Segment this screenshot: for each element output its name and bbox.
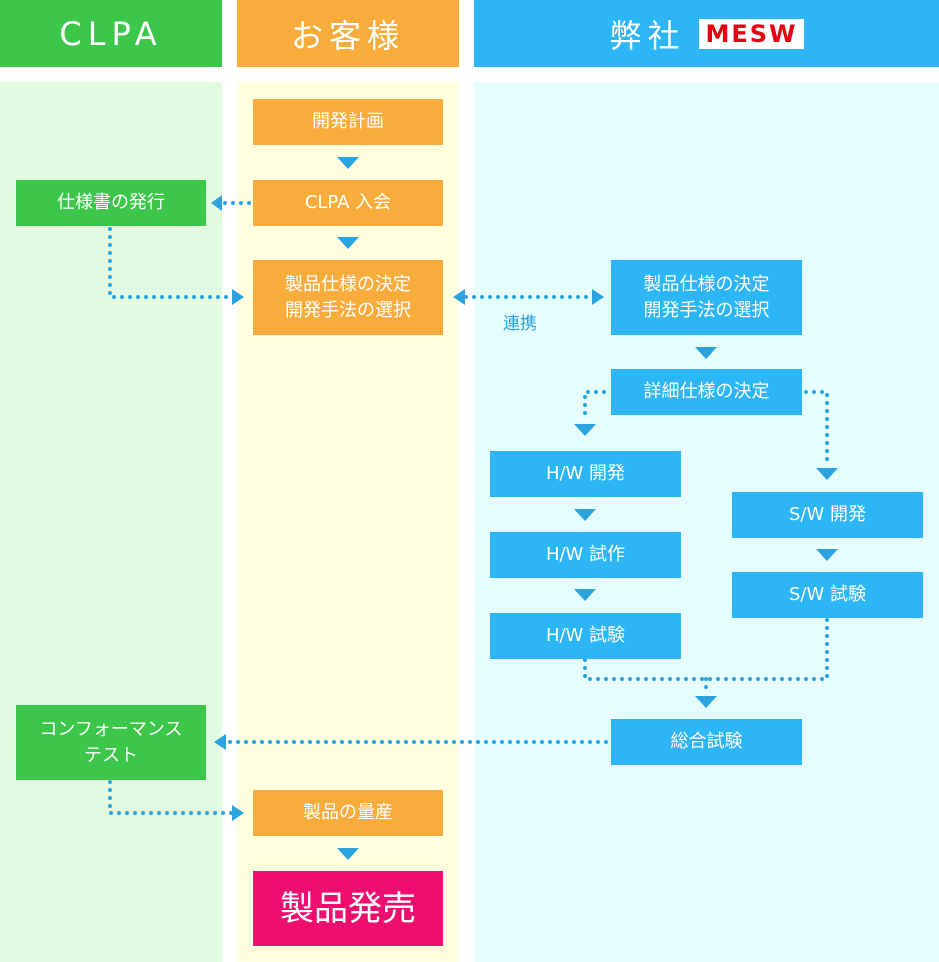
customer-column-header: お客様 [237,0,459,67]
customer-header-label: お客様 [290,16,405,55]
step-dev-plan: 開発計画 [253,99,443,145]
step-conformance-test: コンフォーマンス テスト [16,705,206,780]
arrow-down-7 [816,549,838,561]
step-integration-test: 総合試験 [611,719,802,765]
step-release: 製品発売 [253,871,443,946]
clpa-header-label: CLPA [59,14,163,53]
step-hw-proto: H/W 試作 [490,532,681,578]
step-spec-issue: 仕様書の発行 [16,180,206,226]
step-detail-spec: 詳細仕様の決定 [611,369,802,415]
step-company-spec: 製品仕様の決定 開発手法の選択 [611,260,802,335]
company-column-header: 弊社 MESW [474,0,939,67]
arrow-down-5 [574,509,596,521]
collaboration-label: 連携 [503,314,537,334]
mesw-logo: MESW [699,18,804,49]
arrow-down-1 [337,157,359,169]
arrow-down-4 [695,347,717,359]
arrow-down-2 [337,237,359,249]
step-clpa-join: CLPA 入会 [253,180,443,226]
clpa-column-header: CLPA [0,0,222,67]
step-hw-dev: H/W 開発 [490,451,681,497]
step-sw-dev: S/W 開発 [732,492,923,538]
arrow-down-3 [337,848,359,860]
arrow-down-6 [574,589,596,601]
step-sw-test: S/W 試験 [732,572,923,618]
step-hw-test: H/W 試験 [490,613,681,659]
company-header-label: 弊社 [609,16,686,55]
step-mass-production: 製品の量産 [253,790,443,836]
step-customer-spec: 製品仕様の決定 開発手法の選択 [253,260,443,335]
